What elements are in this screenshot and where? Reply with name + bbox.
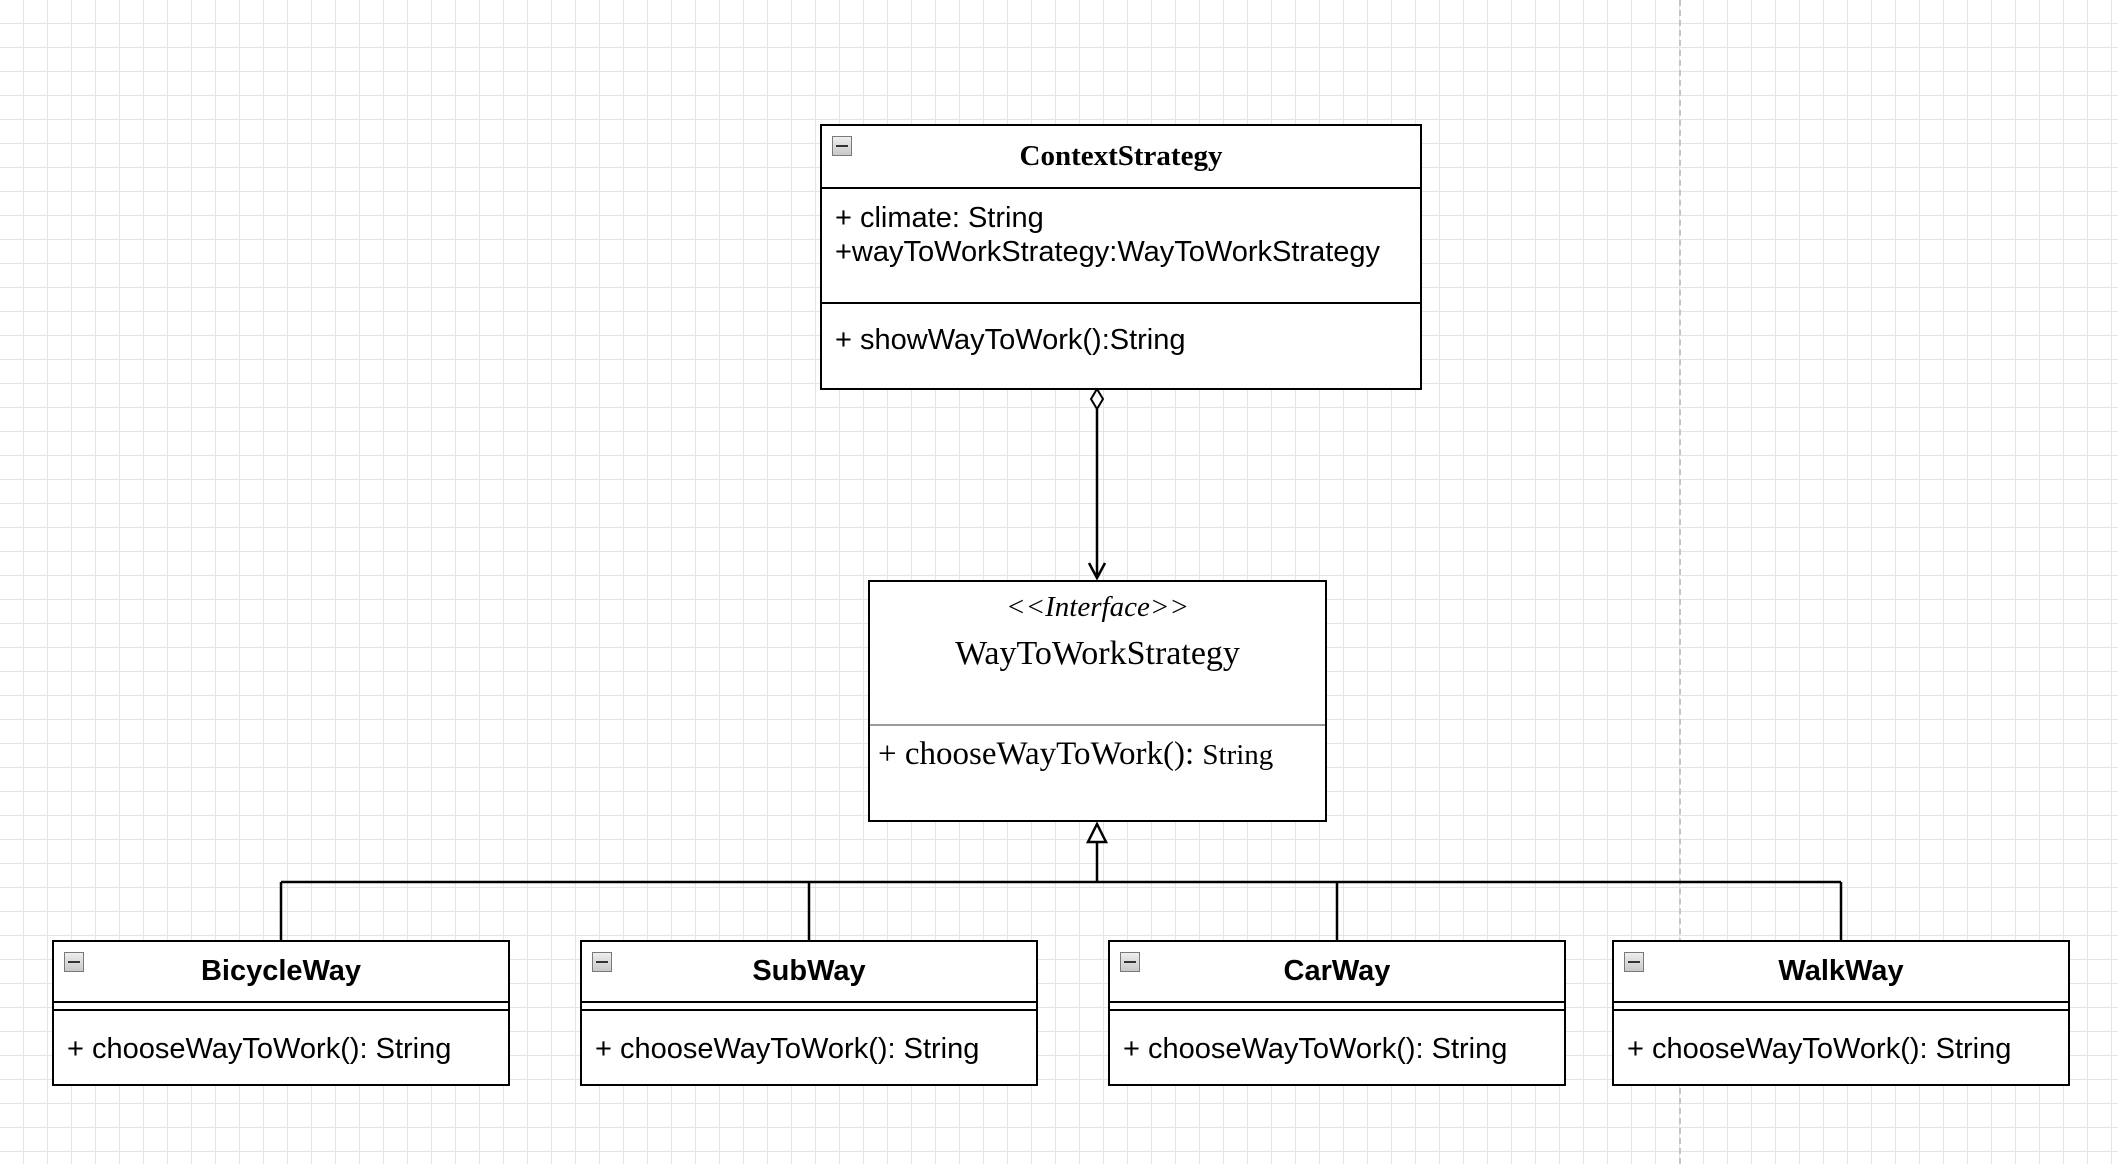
interface-header: <<Interface>> WayToWorkStrategy [870, 582, 1325, 726]
class-name: WalkWay [1778, 955, 1904, 987]
operation-choose-way-to-work: + chooseWayToWork(): String [67, 1033, 452, 1065]
navigation-arrowhead [1087, 562, 1107, 581]
empty-attributes-section [1110, 1003, 1564, 1011]
realization-arrowhead [1085, 821, 1109, 844]
class-header: BicycleWay [54, 942, 508, 1003]
empty-attributes-section [1614, 1003, 2068, 1011]
realization-connector[interactable] [279, 821, 1843, 940]
interface-stereotype: <<Interface>> [1006, 591, 1189, 623]
operation-choose-way-to-work: + chooseWayToWork(): String [1123, 1033, 1508, 1065]
class-name: CarWay [1283, 955, 1391, 987]
operation-show-way-to-work: + showWayToWork():String [835, 324, 1186, 356]
collapse-icon[interactable] [832, 136, 852, 156]
operations-section: + chooseWayToWork(): String [54, 1011, 508, 1066]
interface-name: WayToWorkStrategy [955, 635, 1240, 672]
interface-way-to-work-strategy[interactable]: <<Interface>> WayToWorkStrategy + choose… [868, 580, 1327, 822]
attribute-climate: + climate: String [835, 202, 1044, 234]
interface-operation: + chooseWayToWork(): String [870, 726, 1325, 773]
class-name: BicycleWay [200, 955, 362, 987]
operation-signature: + chooseWayToWork(): [878, 736, 1203, 772]
collapse-icon[interactable] [1624, 952, 1644, 972]
operations-section: + showWayToWork():String [822, 304, 1420, 357]
collapse-icon[interactable] [64, 952, 84, 972]
collapse-icon[interactable] [592, 952, 612, 972]
operations-section: + chooseWayToWork(): String [1614, 1011, 2068, 1066]
class-context-strategy[interactable]: ContextStrategy + climate: String +wayTo… [820, 124, 1422, 390]
class-bicycle-way[interactable]: BicycleWay + chooseWayToWork(): String [52, 940, 510, 1086]
operations-section: + chooseWayToWork(): String [1110, 1011, 1564, 1066]
class-car-way[interactable]: CarWay + chooseWayToWork(): String [1108, 940, 1566, 1086]
page-break-guide [1679, 0, 1681, 1164]
collapse-icon[interactable] [1120, 952, 1140, 972]
class-header: SubWay [582, 942, 1036, 1003]
class-header: WalkWay [1614, 942, 2068, 1003]
operation-choose-way-to-work: + chooseWayToWork(): String [1627, 1033, 2012, 1065]
operations-section: + chooseWayToWork(): String [582, 1011, 1036, 1066]
operation-choose-way-to-work: + chooseWayToWork(): String [595, 1033, 980, 1065]
class-name: SubWay [752, 955, 866, 987]
class-header: ContextStrategy [822, 126, 1420, 189]
attributes-section: + climate: String +wayToWorkStrategy:Way… [822, 189, 1420, 304]
class-walk-way[interactable]: WalkWay + chooseWayToWork(): String [1612, 940, 2070, 1086]
operation-return-type: String [1202, 739, 1274, 771]
class-name: ContextStrategy [1019, 140, 1223, 172]
empty-attributes-section [54, 1003, 508, 1011]
aggregation-connector[interactable] [1087, 387, 1107, 581]
aggregation-diamond [1089, 387, 1105, 411]
class-sub-way[interactable]: SubWay + chooseWayToWork(): String [580, 940, 1038, 1086]
attribute-way-to-work-strategy: +wayToWorkStrategy:WayToWorkStrategy [835, 236, 1381, 268]
class-header: CarWay [1110, 942, 1564, 1003]
empty-attributes-section [582, 1003, 1036, 1011]
